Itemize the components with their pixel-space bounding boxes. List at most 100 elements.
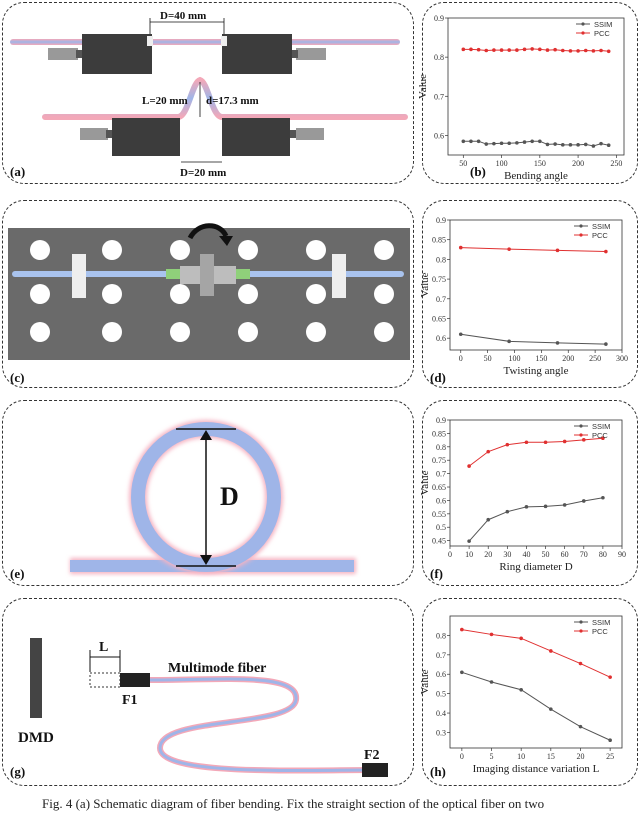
panel-h-label: (h) xyxy=(430,764,446,779)
data-point xyxy=(543,504,548,509)
data-point xyxy=(543,440,548,445)
knob-bottom-right-stem xyxy=(290,130,296,138)
rotator-knob xyxy=(200,254,214,296)
data-point xyxy=(549,707,553,711)
panel-b-label: (b) xyxy=(470,164,486,179)
data-point xyxy=(515,48,519,52)
stage-left-top xyxy=(82,34,152,74)
F2-connector xyxy=(362,763,388,777)
knob-top-right-stem xyxy=(292,50,298,58)
data-point xyxy=(460,627,464,632)
data-point xyxy=(562,503,567,507)
data-point xyxy=(530,139,534,144)
rotator-grip-left xyxy=(166,269,180,279)
breadboard-hole xyxy=(306,240,326,260)
data-point xyxy=(489,632,494,637)
x-axis-label: Imaging distance variation L xyxy=(473,763,600,775)
panel-c xyxy=(2,200,414,388)
data-point xyxy=(469,139,473,144)
x-tick-label: 0 xyxy=(460,752,464,761)
x-tick-label: 10 xyxy=(465,550,473,559)
breadboard-hole xyxy=(170,284,190,304)
x-tick-label: 0 xyxy=(448,550,452,559)
breadboard-hole xyxy=(170,322,190,342)
stage-right-top xyxy=(222,34,292,74)
dmd-device xyxy=(30,638,42,718)
data-point xyxy=(524,440,529,445)
knob-bottom-right xyxy=(296,128,324,140)
data-point xyxy=(499,141,504,146)
x-tick-label: 50 xyxy=(459,159,467,168)
legend-marker xyxy=(579,433,583,437)
panel-c-label: (c) xyxy=(10,370,24,385)
x-tick-label: 25 xyxy=(606,752,614,761)
x-tick-label: 150 xyxy=(535,354,547,363)
breadboard-hole xyxy=(102,322,122,342)
dim-L-label: L=20 mm xyxy=(142,95,188,107)
y-tick-label: 0.5 xyxy=(436,523,446,532)
y-tick-label: 0.45 xyxy=(432,537,446,546)
data-point xyxy=(576,143,580,147)
data-point xyxy=(489,680,494,684)
legend-marker xyxy=(579,224,583,228)
data-point xyxy=(608,675,612,679)
legend-entry: PCC xyxy=(592,431,608,440)
breadboard-hole xyxy=(238,322,258,342)
y-tick-label: 0.4 xyxy=(436,709,446,718)
dim-bottom-label: D=20 mm xyxy=(180,167,226,179)
data-point xyxy=(553,142,557,146)
rotate-arrow-icon xyxy=(187,223,229,240)
breadboard-hole xyxy=(374,284,394,304)
legend-entry: PCC xyxy=(592,627,608,636)
data-point xyxy=(461,139,466,144)
x-tick-label: 300 xyxy=(616,354,628,363)
x-tick-label: 200 xyxy=(562,354,574,363)
y-axis-label: Value xyxy=(419,669,431,694)
data-point xyxy=(458,245,463,250)
dim-top-label: D=40 mm xyxy=(160,10,206,22)
y-axis-label: Value xyxy=(419,272,431,297)
rotate-arrowhead-icon xyxy=(219,236,233,246)
clamp-c-left xyxy=(72,254,86,298)
F1-label: F1 xyxy=(122,693,138,708)
data-point xyxy=(601,436,605,441)
knob-bottom-left xyxy=(80,128,108,140)
x-tick-label: 250 xyxy=(610,159,622,168)
y-tick-label: 0.9 xyxy=(434,14,444,23)
plot-frame xyxy=(449,615,623,749)
data-point xyxy=(507,141,512,146)
data-point xyxy=(476,47,481,52)
data-point xyxy=(555,341,560,345)
y-tick-label: 0.65 xyxy=(432,314,446,323)
series-line-ssim xyxy=(461,671,611,741)
rotator-grip-right xyxy=(236,269,250,279)
x-tick-label: 250 xyxy=(589,354,601,363)
legend-marker xyxy=(581,22,585,26)
y-tick-label: 0.8 xyxy=(436,255,446,264)
breadboard-hole xyxy=(30,284,50,304)
data-point xyxy=(606,49,611,54)
data-point xyxy=(507,339,511,344)
legend-entry: SSIM xyxy=(592,222,610,231)
x-tick-label: 0 xyxy=(459,354,463,363)
data-point xyxy=(562,439,567,444)
data-point xyxy=(484,48,489,53)
breadboard-hole xyxy=(306,322,326,342)
series-line-pcc xyxy=(460,247,606,253)
breadboard-hole xyxy=(238,240,258,260)
data-point xyxy=(578,724,583,729)
plot-frame xyxy=(449,419,623,547)
x-tick-label: 5 xyxy=(490,752,494,761)
data-point xyxy=(545,142,550,147)
knob-bottom-left-stem xyxy=(106,130,112,138)
data-point xyxy=(469,47,473,52)
data-point xyxy=(484,142,489,146)
y-tick-label: 0.85 xyxy=(432,429,446,438)
legend-marker xyxy=(581,31,585,35)
y-tick-label: 0.65 xyxy=(432,483,446,492)
legend-entry: SSIM xyxy=(592,422,610,431)
series-line-pcc xyxy=(461,629,611,678)
ring-arrow-up-icon xyxy=(200,430,212,440)
panel-g xyxy=(2,598,414,786)
